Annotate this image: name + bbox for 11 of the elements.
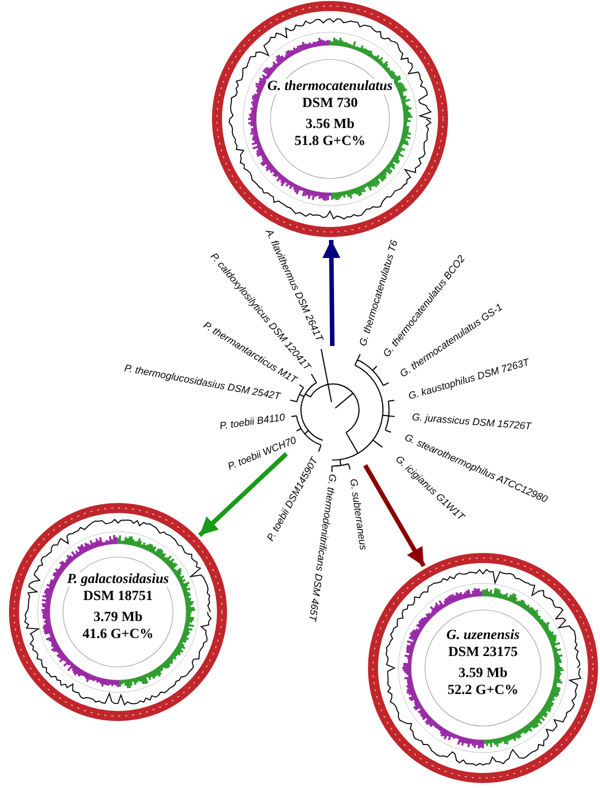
arrow xyxy=(363,464,426,568)
arrow xyxy=(198,452,288,537)
circular-genome-map xyxy=(8,502,228,722)
arrow xyxy=(322,240,340,346)
species-name: P. galactosidasius xyxy=(66,572,170,587)
circular-genome-map xyxy=(367,552,599,784)
taxon-label: G. jurassicus DSM 15726T xyxy=(412,411,532,434)
taxon-label: G. subterraneus xyxy=(346,478,370,551)
taxon-label: P. toebii B4110 xyxy=(218,411,286,434)
species-name: G. thermocatenulatus xyxy=(266,79,394,94)
circular-genome-map xyxy=(211,0,449,238)
